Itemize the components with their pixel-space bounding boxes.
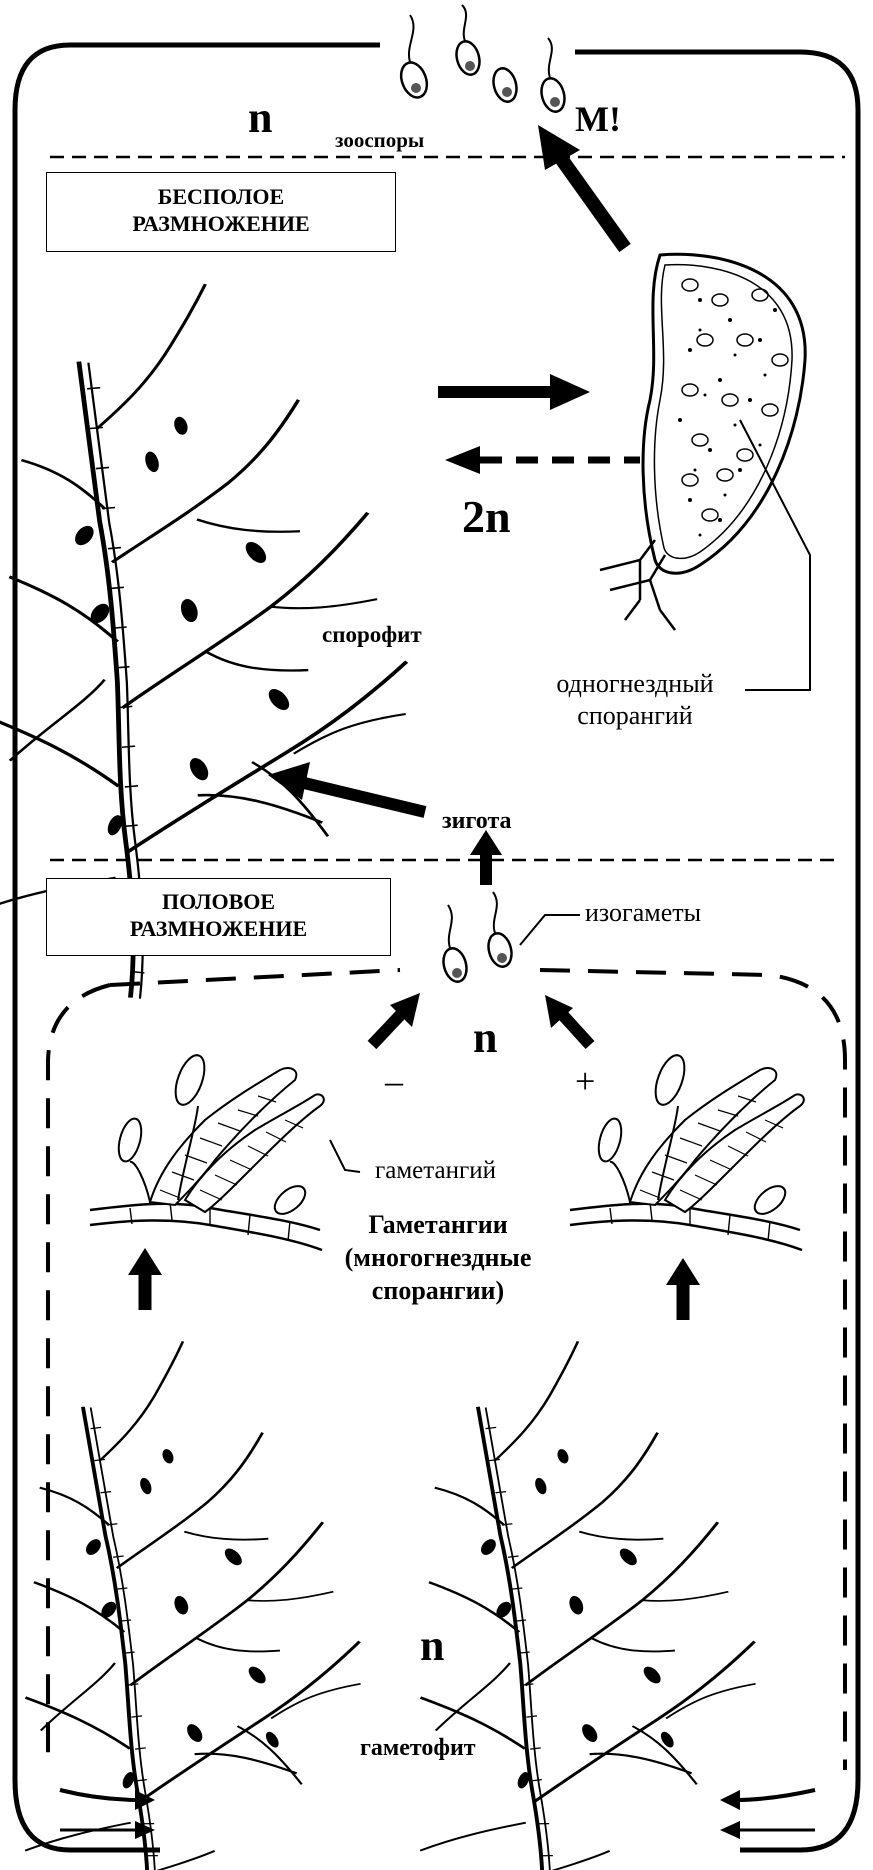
minus-sign: – <box>385 1060 403 1102</box>
gametangia-line1: Гаметангии <box>318 1208 558 1241</box>
gametangia-right-illustration <box>570 1051 804 1250</box>
zoospores-icon <box>397 5 568 114</box>
plus-sign: + <box>575 1060 595 1102</box>
isogametes-label: изогаметы <box>585 898 701 928</box>
asexual-reproduction-title: БЕСПОЛОЕ РАЗМНОЖЕНИЕ <box>46 172 396 252</box>
ploidy-2n: 2n <box>462 490 511 543</box>
unilocular-line2: спорангий <box>520 700 750 732</box>
asexual-title-line2: РАЗМНОЖЕНИЕ <box>47 210 395 237</box>
gametangium-label: гаметангий <box>375 1157 496 1185</box>
asexual-title-line1: БЕСПОЛОЕ <box>47 183 395 210</box>
sporophyte-label: спорофит <box>322 622 422 648</box>
sexual-reproduction-title: ПОЛОВОЕ РАЗМНОЖЕНИЕ <box>46 878 391 956</box>
gametophyte-right-illustration <box>380 1331 797 1870</box>
unilocular-sporangium-label: одногнездный спорангий <box>520 668 750 732</box>
gametangia-label: Гаметангии (многогнездные спорангии) <box>318 1208 558 1307</box>
zoospores-label: зооспоры <box>335 128 424 153</box>
zygote-label: зигота <box>442 808 512 835</box>
ploidy-top-n: n <box>248 92 272 143</box>
gametangia-line3: спорангии) <box>318 1274 558 1307</box>
meiosis-mark: M! <box>575 98 621 140</box>
gametophyte-label: гаметофит <box>360 1735 476 1762</box>
gametangia-left-illustration <box>90 1051 324 1250</box>
unilocular-sporangium-icon <box>600 254 805 630</box>
ploidy-gametangia-n: n <box>473 1012 497 1063</box>
isogametes-icon <box>440 892 515 984</box>
sexual-title-line2: РАЗМНОЖЕНИЕ <box>47 915 390 942</box>
ploidy-gametophyte-n: n <box>420 1620 444 1671</box>
unilocular-line1: одногнездный <box>520 668 750 700</box>
sexual-title-line1: ПОЛОВОЕ <box>47 888 390 915</box>
gametangia-line2: (многогнездные <box>318 1241 558 1274</box>
